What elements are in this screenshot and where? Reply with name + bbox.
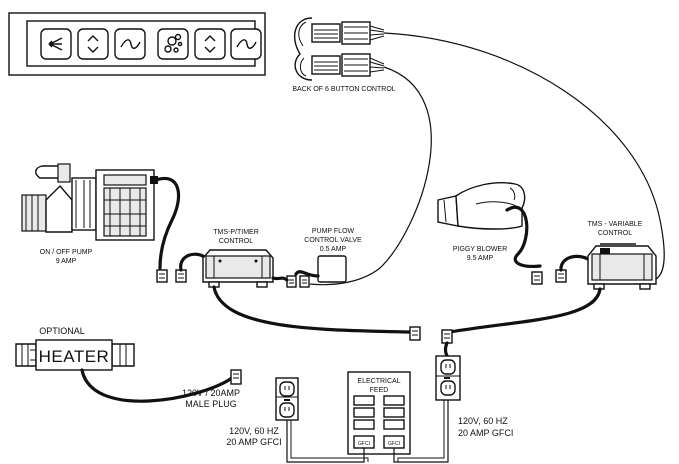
right-outlet-label-line1: 120V, 60 HZ [458, 416, 508, 426]
right-outlet-label-line2: 20 AMP GFCI [458, 428, 513, 438]
bubbles-icon [164, 33, 183, 53]
heater-label: HEATER [39, 347, 110, 366]
up-down-arrows-icon [204, 35, 216, 53]
timer-power-cable [212, 285, 412, 334]
tms-timer-control [202, 249, 274, 288]
valve-cable [294, 270, 320, 278]
control-button-1 [40, 28, 72, 60]
blower-label-line1: PIGGY BLOWER [453, 246, 507, 253]
feed-label-line2: FEED [370, 387, 389, 394]
left-outlet-label-line1: 120V, 60 HZ [229, 426, 279, 436]
left-feed-wire [286, 420, 365, 463]
tms-variable-control [587, 243, 657, 290]
pump-label-line1: ON / OFF PUMP [40, 249, 93, 256]
heater [15, 339, 135, 371]
waves-icon [48, 37, 63, 51]
timer-pump-cable [179, 252, 208, 272]
blower-cable [505, 205, 542, 268]
six-button-control-panel [8, 12, 266, 76]
optional-label: OPTIONAL [39, 326, 85, 336]
gfci-label-left: GFCI [358, 441, 370, 447]
heater-cable [80, 368, 234, 403]
heater-male-plug [230, 369, 242, 385]
back-of-control-connectors [293, 17, 385, 81]
valve-plugs [286, 275, 310, 288]
pump-label-line2: 9 AMP [56, 258, 77, 265]
right-feed-wire [393, 400, 449, 463]
tms-timer-label-line1: TMS-P/TIMER [213, 229, 259, 236]
left-gfci-outlet [275, 377, 299, 421]
wave-curve-icon [120, 39, 141, 49]
plug-label-line2: MALE PLUG [185, 399, 237, 409]
variable-power-cable [448, 287, 602, 334]
up-down-arrows-icon [87, 35, 99, 53]
electrical-feed-panel [347, 371, 411, 455]
valve-label-line3: 0.5 AMP [320, 246, 347, 253]
blower-label-line2: 9.5 AMP [467, 255, 494, 262]
control-button-4 [157, 28, 189, 60]
timer-valve-cable [271, 276, 289, 282]
variable-blower-cable [559, 254, 592, 272]
control-button-2 [77, 28, 109, 60]
pump-plugs [156, 269, 187, 283]
right-gfci-outlet [435, 355, 461, 401]
valve-label-line2: CONTROL VALVE [304, 237, 362, 244]
blower-plugs [531, 269, 567, 285]
left-outlet-label-line2: 20 AMP GFCI [226, 437, 281, 447]
control-cable-to-variable [383, 32, 665, 281]
control-button-6 [230, 28, 262, 60]
variable-power-plug [441, 329, 453, 344]
plug-label-line1: 120V / 20AMP [182, 388, 240, 398]
wave-curve-icon [236, 39, 257, 49]
control-button-3 [114, 28, 146, 60]
pump-cable [154, 176, 181, 270]
feed-label-line1: ELECTRICAL [357, 378, 400, 385]
control-cable-to-timer [309, 66, 432, 286]
gfci-label-right: GFCI [388, 441, 400, 447]
piggy-blower [437, 182, 526, 230]
on-off-pump [21, 163, 158, 241]
back-of-control-label: BACK OF 6 BUTTON CONTROL [292, 86, 395, 93]
tms-variable-label-line1: TMS - VARIABLE [588, 221, 643, 228]
tms-timer-label-line2: CONTROL [219, 238, 253, 245]
pump-flow-control-valve [317, 255, 347, 283]
tms-variable-label-line2: CONTROL [598, 230, 632, 237]
timer-power-plug [409, 326, 421, 341]
valve-label-line1: PUMP FLOW [312, 228, 355, 235]
control-button-5 [194, 28, 226, 60]
